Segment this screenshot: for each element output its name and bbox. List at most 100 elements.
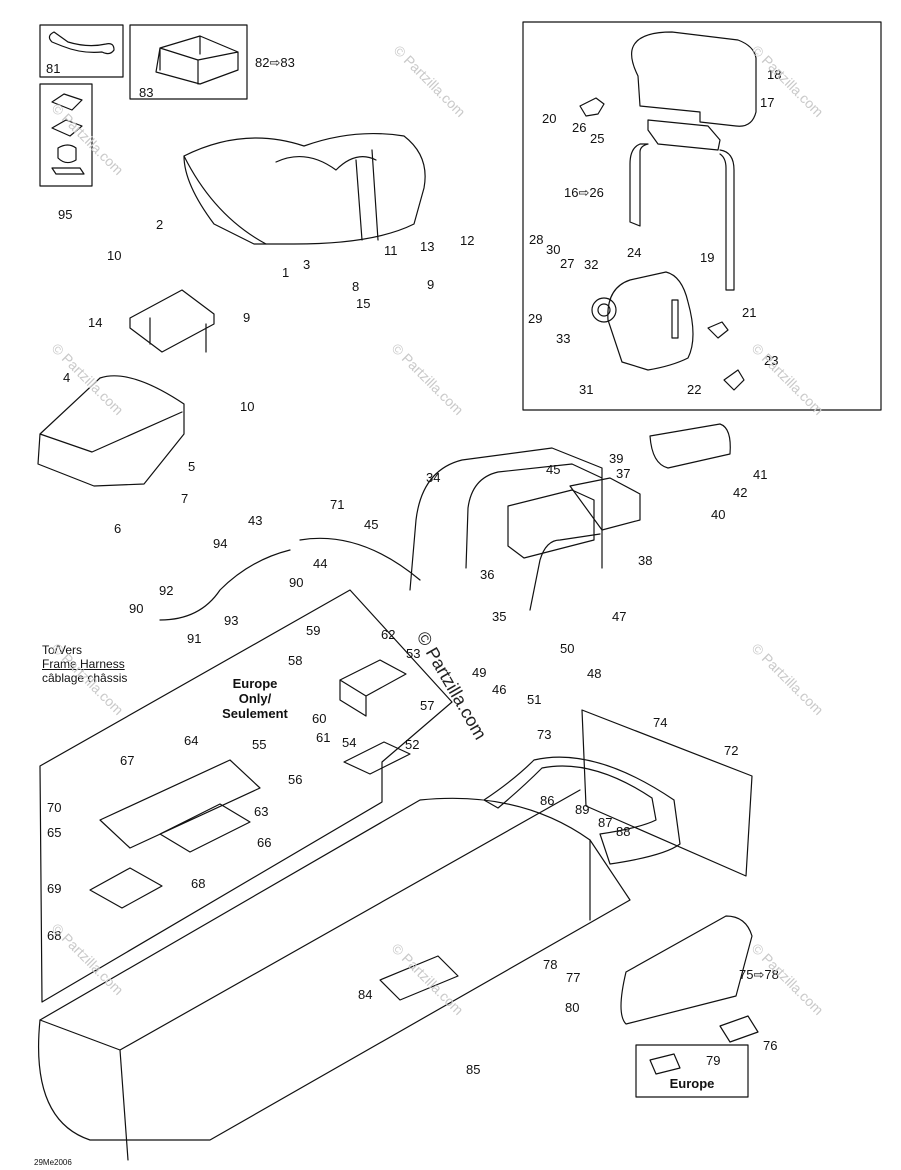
callout-7: 7 — [181, 491, 189, 506]
callout-13: 13 — [420, 239, 435, 254]
callout-24: 24 — [627, 245, 642, 260]
callout-51: 51 — [527, 692, 542, 707]
callout-1: 1 — [282, 265, 290, 280]
callout-46: 46 — [492, 682, 507, 697]
callout-84: 84 — [358, 987, 373, 1002]
callout-45b: 45 — [364, 517, 379, 532]
callout-89: 89 — [575, 802, 590, 817]
callout-91: 91 — [187, 631, 202, 646]
callout-29: 29 — [528, 311, 543, 326]
frame-harness-line3: câblage châssis — [42, 671, 128, 685]
callout-66: 66 — [257, 835, 272, 850]
callout-73: 73 — [537, 727, 552, 742]
callout-44: 44 — [313, 556, 328, 571]
frame-harness-line1: To/Vers — [42, 643, 83, 657]
callout-31: 31 — [579, 382, 594, 397]
callout-47: 47 — [612, 609, 627, 624]
callout-22: 22 — [687, 382, 702, 397]
callout-3: 3 — [303, 257, 311, 272]
callout-82: 82⇨83 — [255, 55, 295, 70]
callout-20: 20 — [542, 111, 557, 126]
callout-57: 57 — [420, 698, 435, 713]
callout-10a: 10 — [107, 248, 122, 263]
callout-36: 36 — [480, 567, 495, 582]
callout-32: 32 — [584, 257, 599, 272]
callout-60: 60 — [312, 711, 327, 726]
europe-only-line3: Seulement — [222, 706, 288, 721]
callout-53: 53 — [406, 646, 421, 661]
callout-92: 92 — [159, 583, 174, 598]
callout-4: 4 — [63, 370, 71, 385]
callout-72: 72 — [724, 743, 739, 758]
callout-8: 8 — [352, 279, 360, 294]
callout-78: 78 — [543, 957, 558, 972]
callout-5: 5 — [188, 459, 196, 474]
callout-2: 2 — [156, 217, 164, 232]
callout-43: 43 — [248, 513, 263, 528]
box-pouch — [129, 24, 248, 100]
callout-30: 30 — [546, 242, 561, 257]
callout-56: 56 — [288, 772, 303, 787]
callout-71: 71 — [330, 497, 345, 512]
callout-61: 61 — [316, 730, 331, 745]
callout-70: 70 — [47, 800, 62, 815]
callout-58: 58 — [288, 653, 303, 668]
callout-68a: 68 — [191, 876, 206, 891]
callout-6: 6 — [114, 521, 122, 536]
callout-33: 33 — [556, 331, 571, 346]
callout-62: 62 — [381, 627, 396, 642]
callout-49: 49 — [472, 665, 487, 680]
tunnel-outline — [37, 797, 631, 1141]
callout-95: 95 — [58, 207, 73, 222]
callout-50: 50 — [560, 641, 575, 656]
callout-55: 55 — [252, 737, 267, 752]
callout-59: 59 — [306, 623, 321, 638]
callout-42: 42 — [733, 485, 748, 500]
callout-45a: 45 — [546, 462, 561, 477]
callout-10b: 10 — [240, 399, 255, 414]
callout-76: 76 — [763, 1038, 778, 1053]
callout-81: 81 — [46, 61, 61, 76]
callout-54: 54 — [342, 735, 357, 750]
callout-88: 88 — [616, 824, 631, 839]
box-tool — [39, 24, 124, 78]
callout-21: 21 — [742, 305, 757, 320]
callout-23: 23 — [764, 353, 779, 368]
callout-34: 34 — [426, 470, 441, 485]
callout-19: 19 — [700, 250, 715, 265]
callout-11: 11 — [384, 243, 398, 258]
callout-86: 86 — [540, 793, 555, 808]
box-backrest — [522, 21, 882, 411]
callout-35: 35 — [492, 609, 507, 624]
callout-48: 48 — [587, 666, 602, 681]
europe-label: Europe — [669, 1076, 715, 1091]
box-europe-label — [635, 1044, 749, 1098]
callout-12: 12 — [460, 233, 475, 248]
callout-83: 83 — [139, 85, 154, 100]
europe-only-line1: Europe — [232, 676, 278, 691]
callout-14: 14 — [88, 315, 103, 330]
callout-17: 17 — [760, 95, 775, 110]
callout-39: 39 — [609, 451, 624, 466]
callout-37: 37 — [616, 466, 631, 481]
callout-63: 63 — [254, 804, 269, 819]
callout-79: 79 — [706, 1053, 721, 1068]
callout-68b: 68 — [47, 928, 62, 943]
callout-18: 18 — [767, 67, 782, 82]
europe-only-line2: Only/ — [238, 691, 272, 706]
reference-code: 29Me2006 — [34, 1158, 72, 1167]
callout-25: 25 — [590, 131, 605, 146]
callout-85: 85 — [466, 1062, 481, 1077]
callout-67: 67 — [120, 753, 135, 768]
callout-9a: 9 — [427, 277, 435, 292]
callout-38: 38 — [638, 553, 653, 568]
callout-77: 77 — [566, 970, 581, 985]
frame-harness-line2: Frame Harness — [42, 657, 125, 671]
callout-9b: 9 — [243, 310, 251, 325]
callout-75: 75⇨78 — [739, 967, 779, 982]
callout-27: 27 — [560, 256, 575, 271]
callout-93: 93 — [224, 613, 239, 628]
callout-41: 41 — [753, 467, 768, 482]
